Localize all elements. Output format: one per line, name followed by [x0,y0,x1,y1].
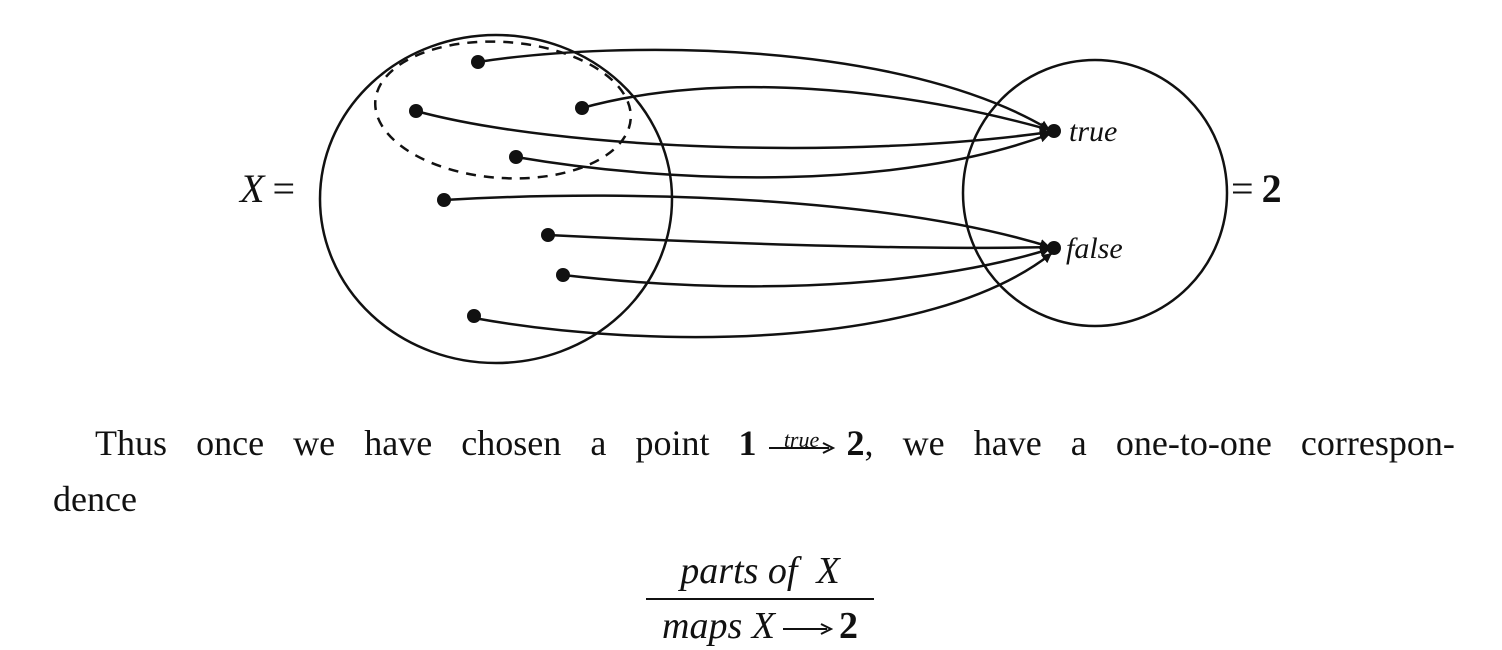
point [556,268,570,282]
long-right-arrow-icon [782,623,833,636]
word: one-to-one [1115,423,1272,463]
word: a [1070,423,1087,463]
long-right-arrow-icon [768,441,835,454]
map-arrow [547,233,1051,253]
map-arrow [515,132,1051,179]
word: chosen [461,423,562,463]
true-label: true [1069,115,1118,148]
word: we [293,423,336,463]
point [437,193,451,207]
point [471,55,485,69]
word: we [902,423,945,463]
point [409,104,423,118]
fraction-denominator: maps X 2 [640,602,880,650]
point [541,228,555,242]
set-two-circle [961,58,1229,328]
map-arrow [473,252,1053,339]
one-object: 1 [738,423,757,463]
word: have [973,423,1042,463]
map-arrow [443,194,1051,249]
map-arrow [562,247,1051,288]
domain-points [409,55,589,323]
domain-label: X = [240,166,296,211]
point [467,309,481,323]
map-arrows [415,48,1053,339]
map-arrow [415,109,1051,150]
word: a [590,423,607,463]
set-x-circle [318,33,674,365]
word: once [196,423,265,463]
x-symbol: X [751,605,775,647]
fraction-bar [646,598,874,600]
two-object: 2 [838,605,858,647]
false-label: false [1066,232,1123,265]
map-diagram [318,33,1229,365]
correspondence-fraction: parts of X maps X 2 [640,548,880,650]
fraction-numerator: parts of X [680,550,840,592]
point [575,101,589,115]
two-object: 2 [846,423,865,463]
map-arrow [581,85,1051,133]
maps-text: maps [662,605,743,647]
word: correspon- [1300,423,1455,463]
paragraph-line-2: dence [53,479,137,519]
word: have [364,423,433,463]
word: point [635,423,710,463]
true-point [1047,124,1061,138]
false-point [1047,241,1061,255]
codomain-label: = 2 [1231,166,1282,211]
word: Thus [95,423,167,463]
point [509,150,523,164]
map-arrow [477,48,1051,132]
subset-dashed-ellipse [373,40,633,180]
true-arrow: true [767,427,837,462]
